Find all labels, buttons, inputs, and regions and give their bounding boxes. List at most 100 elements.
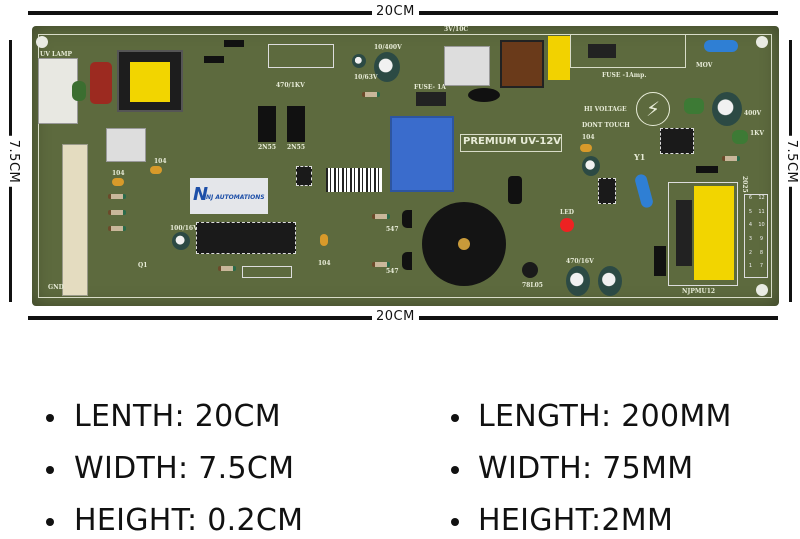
mov-varistor [704, 40, 738, 52]
output-transformer-core [694, 186, 734, 280]
bullet-icon [46, 414, 54, 422]
buzzer-center [458, 238, 470, 250]
label-10-400v: 10/400V [374, 44, 402, 51]
led [560, 218, 574, 232]
resistor [362, 92, 380, 97]
transistor-547 [402, 210, 412, 228]
left-dimension-label: 7.5CM [6, 135, 22, 188]
label-104: 104 [318, 260, 331, 267]
pin-number: 12 [758, 195, 765, 201]
pin-number: 11 [758, 208, 765, 215]
spec-length-mm: LENGTH: 200MM [478, 399, 732, 434]
header-strip [62, 144, 88, 296]
label-10-63v: 10/63V [354, 74, 378, 81]
pin-number: 10 [758, 222, 765, 229]
bullet-icon [451, 414, 459, 422]
label-104: 104 [582, 134, 595, 141]
transistor-547 [402, 252, 412, 270]
diode [204, 56, 224, 63]
board-outline [38, 34, 772, 298]
pin-number: 9 [759, 236, 764, 242]
dont-touch-warning: DONT TOUCH [582, 122, 630, 129]
top-dimension-label: 20CM [372, 4, 419, 19]
model-label: NJPMU12 [682, 288, 716, 295]
q1-label: Q1 [138, 262, 148, 269]
label-fuse-1amp: FUSE -1Amp. [602, 72, 647, 79]
microcontroller-ic [196, 222, 296, 254]
common-mode-choke [500, 40, 544, 88]
logo-brand-text: NJ AUTOMATIONS [206, 194, 265, 201]
fuse-box-outline [570, 34, 686, 68]
label-78l05: 78L05 [522, 282, 543, 289]
electrolytic-capacitor-470-16v [566, 266, 590, 296]
black-capacitor [468, 88, 500, 102]
mount-hole [756, 284, 768, 296]
green-capacitor [732, 130, 748, 144]
label-470-16v: 470/16V [566, 258, 594, 265]
spec-width-cm: WIDTH: 7.5CM [74, 451, 295, 486]
resistor [372, 262, 390, 267]
label-547: 547 [386, 226, 399, 233]
pin-number: 3 [748, 236, 753, 242]
year-label: 2025 [741, 176, 748, 193]
buzzer [422, 202, 506, 286]
bottom-dimension-label: 20CM [372, 309, 419, 324]
transistor-2n55 [258, 106, 276, 142]
capacitor-104 [150, 166, 162, 174]
premium-label-box [460, 134, 562, 152]
relay [390, 116, 454, 192]
diode [224, 40, 244, 47]
optocoupler [296, 166, 312, 186]
label-2n55: 2N55 [287, 144, 306, 151]
resistor [108, 226, 126, 231]
x-capacitor [90, 62, 112, 104]
bullet-icon [46, 518, 54, 526]
transistor [598, 178, 616, 204]
label-547: 547 [386, 268, 399, 275]
uv-lamp-label: UV LAMP [40, 51, 73, 58]
capacitor-104 [580, 144, 592, 152]
resistor [108, 210, 126, 215]
label-470-1kv: 470/1KV [276, 82, 305, 89]
resistor [722, 156, 740, 161]
capacitor-104 [320, 234, 328, 246]
spec-width-mm: WIDTH: 75MM [478, 451, 694, 486]
fuse-1amp [588, 44, 616, 58]
pcb-board-image: UV LAMP GND 104 104 Q1 N NJ AUTOMATIONS … [32, 26, 779, 306]
hi-voltage-warning: HI VOLTAGE [584, 106, 627, 113]
label-100-16v: 100/16V [170, 225, 198, 232]
pin-number: 7 [759, 263, 764, 270]
spec-height-cm: HEIGHT: 0.2CM [74, 503, 304, 538]
green-capacitor [684, 98, 704, 114]
pin-number: 2 [748, 249, 753, 256]
green-capacitor [72, 81, 86, 101]
label-2n55: 2N55 [258, 144, 277, 151]
barcode [326, 168, 382, 192]
transistor-2n55 [287, 106, 305, 142]
logo-mark-icon: N [193, 184, 209, 205]
label-104: 104 [154, 158, 167, 165]
bullet-icon [451, 466, 459, 474]
rectifier [654, 246, 666, 276]
electrolytic-capacitor [352, 54, 366, 68]
fuse-1a [416, 92, 446, 106]
resistor [108, 194, 126, 199]
label-104: 104 [112, 170, 125, 177]
spec-length-cm: LENTH: 20CM [74, 399, 281, 434]
nj-automations-logo: N NJ AUTOMATIONS [190, 178, 268, 214]
electrolytic-capacitor-10-400v [374, 52, 400, 82]
label-fuse-1a: FUSE- 1A [414, 84, 446, 91]
diode [696, 166, 718, 173]
transformer-core [130, 62, 170, 102]
premium-uv-12v-label: PREMIUM UV-12V [463, 136, 562, 147]
pin-number: 1 [748, 263, 753, 270]
programming-header [242, 266, 292, 278]
pin-number: 5 [748, 208, 753, 215]
mount-hole [756, 36, 768, 48]
pin-number: 4 [748, 222, 753, 229]
output-transformer [668, 182, 738, 286]
label-top: 3V/10C [444, 26, 469, 33]
output-connector [444, 46, 490, 86]
electrolytic-capacitor [172, 232, 190, 250]
